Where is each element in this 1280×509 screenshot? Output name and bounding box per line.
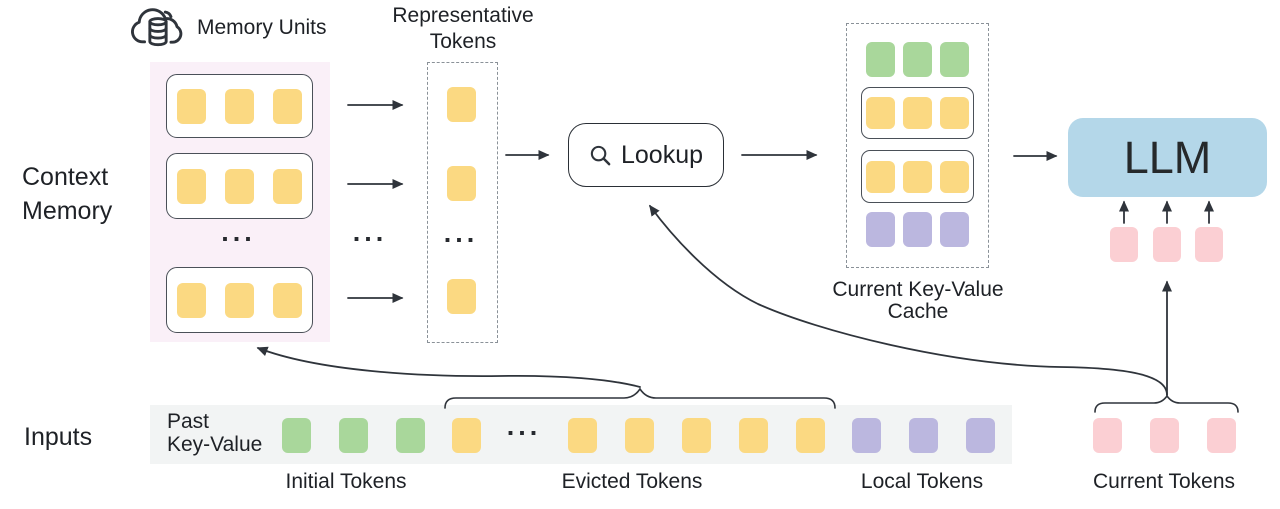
- token-yellow: [866, 97, 895, 129]
- evicted-token-head: [452, 418, 481, 453]
- inputs-label: Inputs: [24, 423, 93, 451]
- rep-ellipsis: ...: [443, 218, 479, 248]
- initial-tokens-label: Initial Tokens: [285, 470, 407, 493]
- token-yellow: [177, 88, 206, 124]
- token-yellow: [682, 418, 711, 453]
- memory-unit-row: [166, 267, 313, 333]
- token-pink: [1150, 418, 1179, 453]
- token-yellow: [225, 168, 254, 204]
- token-yellow: [273, 88, 302, 124]
- token-purple: [940, 212, 969, 247]
- token-yellow: [273, 168, 302, 204]
- memory-cloud-icon: [131, 8, 183, 47]
- token-yellow: [447, 166, 476, 201]
- cache-memory-unit-row: [861, 87, 974, 139]
- context-memory-label: Context Memory: [22, 163, 113, 225]
- mid-ellipsis: ...: [352, 217, 388, 247]
- past-key-value-label: Past Key-Value: [167, 410, 263, 456]
- token-yellow: [866, 160, 895, 193]
- token-yellow: [273, 282, 302, 318]
- evicted-tokens-label: Evicted Tokens: [561, 470, 703, 493]
- token-green: [396, 418, 425, 453]
- local-tokens-group: [852, 418, 995, 453]
- token-green: [940, 42, 969, 77]
- token-purple: [866, 212, 895, 247]
- token-yellow: [447, 279, 476, 314]
- cache-memory-unit-row: [861, 150, 974, 203]
- token-yellow: [177, 168, 206, 204]
- memory-ellipsis: ...: [221, 217, 256, 247]
- current-kv-cache-label: Current Key-Value Cache: [832, 278, 1004, 323]
- token-yellow: [903, 160, 932, 193]
- llm-box: LLM: [1068, 118, 1267, 197]
- token-yellow: [903, 97, 932, 129]
- token-pink: [1110, 227, 1138, 262]
- llm-input-tokens: [1110, 227, 1223, 262]
- token-pink: [1207, 418, 1236, 453]
- token-purple: [966, 418, 995, 453]
- token-yellow: [568, 418, 597, 453]
- representative-tokens-box: ...: [427, 62, 498, 343]
- memory-units-label: Memory Units: [197, 16, 327, 39]
- token-pink: [1152, 227, 1181, 262]
- evicted-tokens-group: [568, 418, 825, 453]
- representative-token: [447, 166, 476, 201]
- token-purple: [909, 418, 938, 453]
- token-yellow: [796, 418, 825, 453]
- representative-token: [447, 279, 476, 314]
- curve-evicted-to-memory: [256, 346, 641, 388]
- lookup-button: Lookup: [568, 123, 724, 187]
- current-kv-cache-box: [846, 23, 989, 268]
- local-tokens-label: Local Tokens: [860, 470, 984, 493]
- token-yellow: [625, 418, 654, 453]
- token-green: [903, 42, 932, 77]
- token-pink: [1195, 227, 1223, 262]
- token-yellow: [177, 282, 206, 318]
- token-purple: [903, 212, 932, 247]
- memory-unit-row: [166, 74, 313, 138]
- brace-current-tokens: [1094, 394, 1239, 413]
- current-tokens-group: [1093, 418, 1236, 453]
- token-yellow: [940, 160, 969, 193]
- token-yellow: [225, 88, 254, 124]
- initial-tokens-group: [282, 418, 425, 453]
- token-yellow: [447, 87, 476, 122]
- current-tokens-label: Current Tokens: [1092, 470, 1236, 493]
- strip-ellipsis: ...: [506, 411, 542, 441]
- token-yellow: [225, 282, 254, 318]
- token-green: [339, 418, 368, 453]
- token-yellow: [739, 418, 768, 453]
- representative-tokens-label: Representative Tokens: [392, 4, 534, 53]
- memory-unit-row: [166, 153, 313, 219]
- token-yellow: [452, 418, 481, 453]
- token-pink: [1093, 418, 1122, 453]
- token-yellow: [940, 97, 969, 129]
- lookup-label: Lookup: [620, 140, 704, 169]
- token-purple: [852, 418, 881, 453]
- cache-initial-row: [866, 42, 969, 77]
- token-green: [282, 418, 311, 453]
- cache-local-row: [866, 212, 969, 247]
- search-icon: [590, 145, 611, 165]
- representative-token: [447, 87, 476, 122]
- token-green: [866, 42, 895, 77]
